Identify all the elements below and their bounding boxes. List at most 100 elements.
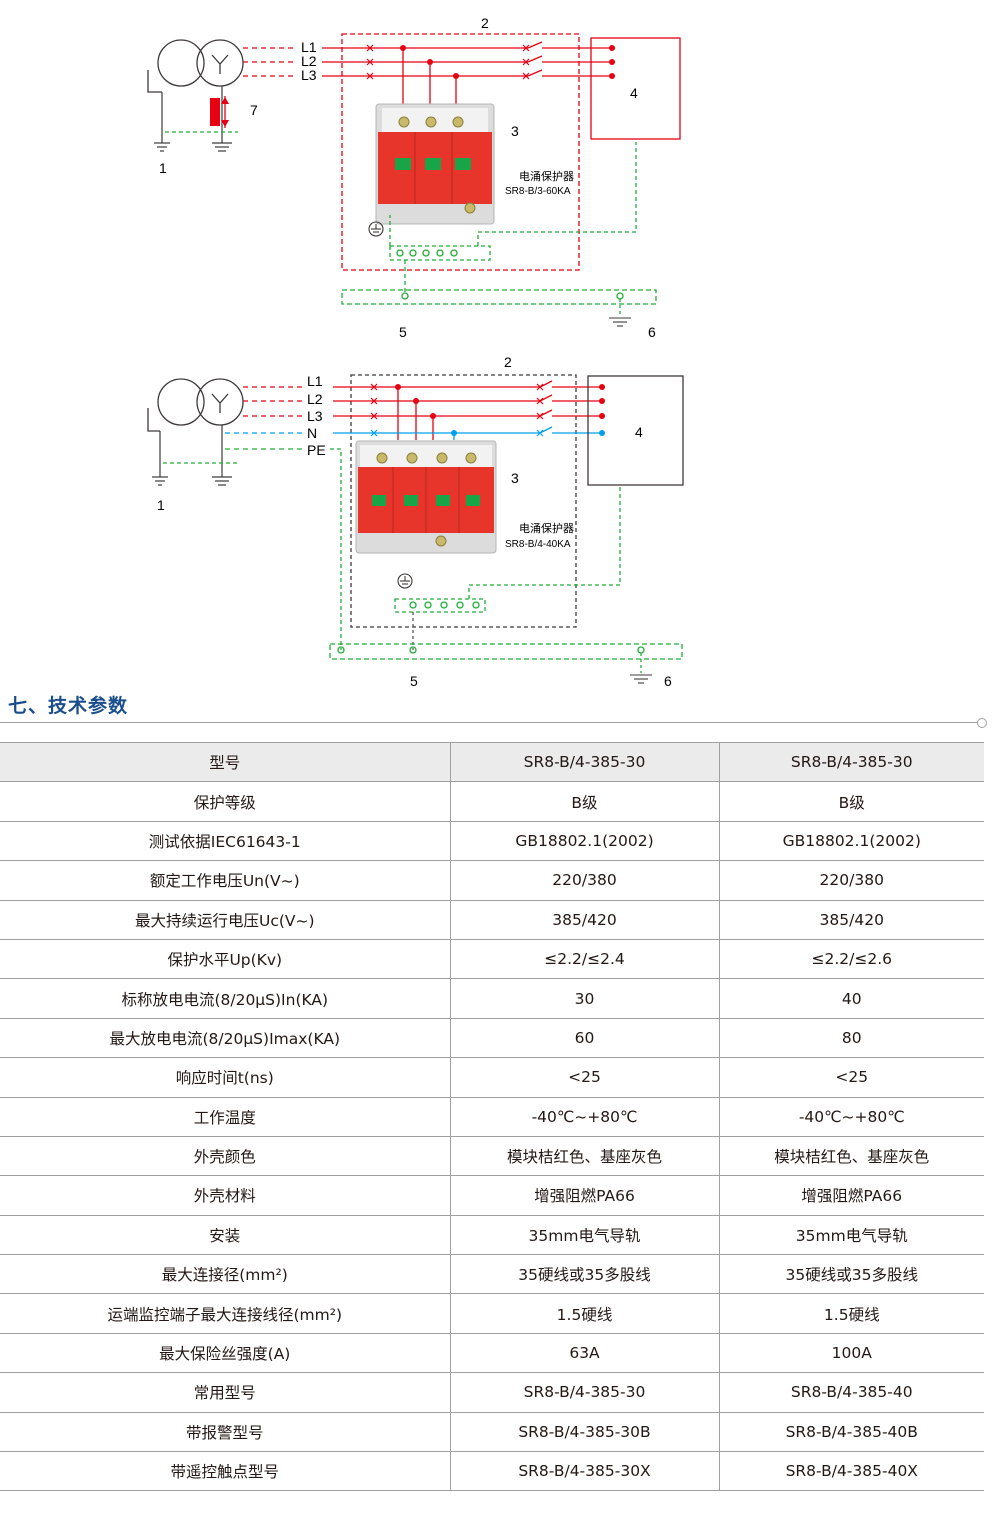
junction-dots [395, 384, 605, 436]
param-value-cell: SR8-B/4-385-40 [718, 1372, 984, 1413]
wiring-diagram-3-phase-svg: L1 L2 L3 2 4 [147, 15, 681, 340]
param-value-cell: 增强阻燃PA66 [449, 1175, 719, 1216]
line-label-l2: L2 [307, 391, 323, 407]
param-label-cell: 最大持续运行电压Uc(V~) [0, 900, 450, 940]
transformer-earth [154, 86, 232, 152]
ground-symbol-6 [609, 317, 631, 327]
line-label-l1: L1 [301, 39, 317, 55]
param-label-cell: 常用型号 [0, 1372, 450, 1413]
line-label-l1: L1 [307, 373, 323, 389]
param-value-cell: -40℃~+80℃ [449, 1097, 719, 1137]
label-5: 5 [410, 673, 418, 689]
line-label-l2: L2 [301, 53, 317, 69]
table-row: 响应时间t(ns)<25<25 [0, 1057, 984, 1098]
param-label-cell: 保护等级 [0, 781, 450, 822]
label-3: 3 [511, 470, 519, 486]
param-label-cell: 外壳颜色 [0, 1136, 450, 1177]
transformer-earth [152, 425, 232, 486]
param-value-cell: -40℃~+80℃ [718, 1097, 984, 1137]
distribution-box-frame [350, 374, 577, 628]
param-value-cell: SR8-B/4-385-30B [449, 1412, 719, 1453]
param-value-cell: ≤2.2/≤2.6 [718, 939, 984, 980]
phase-lines-box [322, 41, 612, 108]
label-5: 5 [399, 324, 407, 340]
param-value-cell: 220/380 [449, 860, 719, 901]
pe-line-down [330, 448, 342, 650]
param-value-cell: 100A [718, 1333, 984, 1374]
breaker-marks [366, 44, 530, 80]
label-6: 6 [664, 673, 672, 689]
label-1: 1 [157, 497, 165, 513]
phase-lines-incoming [243, 47, 296, 77]
earth-bar-box [389, 142, 637, 294]
param-value-cell: 增强阻燃PA66 [718, 1175, 984, 1216]
param-value-cell: SR8-B/4-385-40B [718, 1412, 984, 1453]
device-model: SR8-B/3-60KA [505, 186, 571, 197]
param-value-cell: 35硬线或35多股线 [449, 1254, 719, 1295]
wiring-diagram-4-pole-svg: L1 L2 L3 N PE 2 4 [147, 354, 684, 689]
line-label-l3: L3 [307, 408, 323, 424]
param-label-cell: 带报警型号 [0, 1412, 450, 1453]
label-6: 6 [648, 324, 656, 340]
param-value-cell: <25 [449, 1057, 719, 1098]
header-cell: 型号 [0, 741, 450, 783]
phase-lines-box [333, 380, 602, 440]
param-label-cell: 最大放电电流(8/20μS)Imax(KA) [0, 1018, 450, 1059]
param-value-cell: 模块桔红色、基座灰色 [449, 1136, 719, 1177]
junction-dots [400, 45, 615, 79]
param-value-cell: GB18802.1(2002) [449, 821, 719, 862]
table-header-row: 型号 SR8-B/4-385-30 SR8-B/4-385-30 [0, 741, 984, 783]
param-value-cell: 40 [718, 978, 984, 1019]
device-name: 电涌保护器 [519, 169, 574, 183]
param-value-cell: SR8-B/4-385-30X [449, 1451, 719, 1492]
param-label-cell: 保护水平Up(Kv) [0, 939, 450, 980]
spd-device-3p [375, 103, 495, 225]
wiring-diagram-3-phase: L1 L2 L3 2 4 [0, 0, 1000, 345]
main-earth-bar [329, 643, 683, 673]
param-label-cell: 响应时间t(ns) [0, 1057, 450, 1098]
param-value-cell: SR8-B/4-385-30 [449, 1372, 719, 1413]
param-value-cell: 220/380 [718, 860, 984, 901]
earth-terminal-symbol [397, 573, 413, 589]
param-label-cell: 最大连接径(mm²) [0, 1254, 450, 1295]
table-row: 保护水平Up(Kv)≤2.2/≤2.4≤2.2/≤2.6 [0, 939, 984, 980]
incoming-lines [225, 386, 302, 450]
label-7: 7 [250, 102, 258, 118]
param-label-cell: 外壳材料 [0, 1175, 450, 1216]
param-value-cell: 80 [718, 1018, 984, 1059]
param-value-cell: B级 [718, 781, 984, 822]
label-4: 4 [630, 85, 638, 101]
param-label-cell: 标称放电电流(8/20μS)In(KA) [0, 978, 450, 1019]
header-cell: SR8-B/4-385-30 [449, 741, 719, 783]
param-value-cell: 63A [449, 1333, 719, 1374]
table-row: 工作温度-40℃~+80℃-40℃~+80℃ [0, 1097, 984, 1137]
param-value-cell: 35硬线或35多股线 [718, 1254, 984, 1295]
wiring-diagram-4-pole: L1 L2 L3 N PE 2 4 [0, 345, 1000, 690]
param-value-cell: 60 [449, 1018, 719, 1059]
section-divider [0, 722, 978, 723]
param-label-cell: 最大保险丝强度(A) [0, 1333, 450, 1374]
label-3: 3 [511, 123, 519, 139]
spd-symbol-7 [210, 96, 229, 128]
line-label-l3: L3 [301, 67, 317, 83]
spd-device-4p [355, 440, 497, 554]
load-box [587, 375, 684, 486]
ground-symbol-6 [630, 674, 652, 684]
main-earth-bar [341, 289, 657, 316]
param-value-cell: 模块桔红色、基座灰色 [718, 1136, 984, 1177]
param-value-cell: <25 [718, 1057, 984, 1098]
